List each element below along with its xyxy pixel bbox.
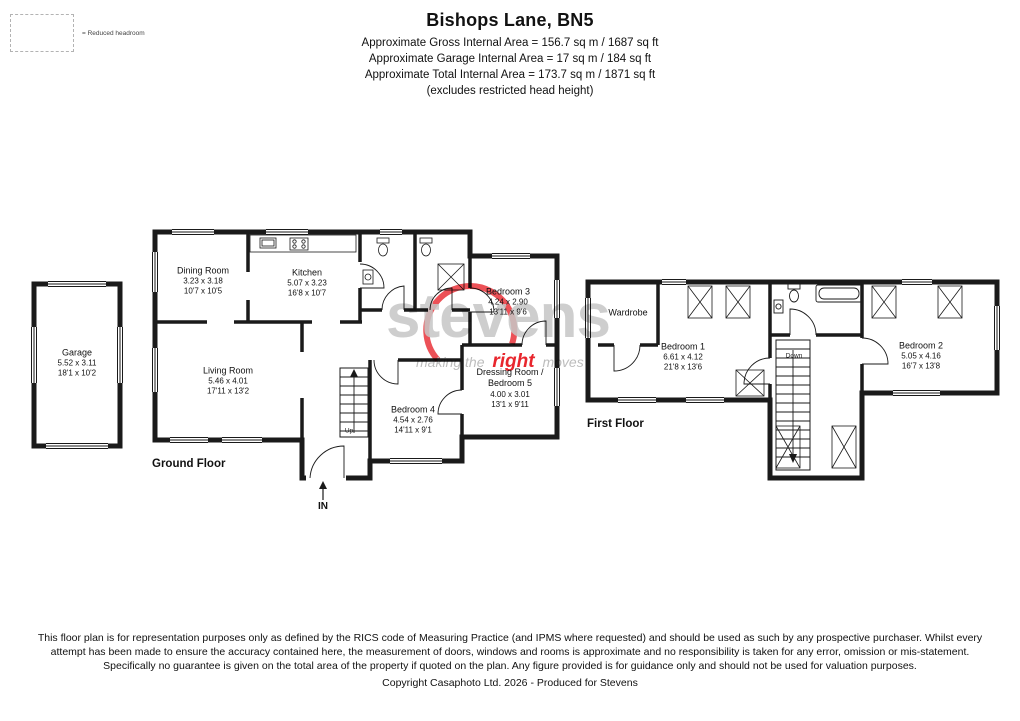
reduced-headroom-box xyxy=(871,285,897,319)
dining-room-dim-metric: 3.23 x 3.18 xyxy=(183,276,223,286)
garage-plan xyxy=(28,278,126,452)
kitchen-dim-metric: 5.07 x 3.23 xyxy=(287,278,327,288)
ground-bathroom-fixtures xyxy=(362,237,465,291)
reduced-headroom-box xyxy=(725,285,751,319)
ground-floor-label: Ground Floor xyxy=(152,458,226,470)
bath-icon xyxy=(815,284,863,303)
disclaimer-text: This floor plan is for representation pu… xyxy=(37,632,983,673)
bedroom-2-name: Bedroom 2 xyxy=(898,340,944,351)
total-area-line: Approximate Total Internal Area = 173.7 … xyxy=(364,68,656,81)
first-exterior-walls xyxy=(585,279,1000,481)
bedroom-3-name: Bedroom 3 xyxy=(485,286,531,297)
dressing-room-dim-imperial: 13'1 x 9'11 xyxy=(491,399,529,409)
room-label-living-room: Living Room 5.46 x 4.01 17'11 x 13'2 xyxy=(203,365,253,396)
ensuite-toilet-icon xyxy=(419,237,433,257)
bedroom-2-dim-imperial: 16'7 x 13'8 xyxy=(901,361,941,371)
sink-icon-first xyxy=(773,299,784,314)
reduced-headroom-areas xyxy=(687,285,963,469)
kitchen-dim-imperial: 16'8 x 10'7 xyxy=(287,288,327,298)
reduced-headroom-swatch xyxy=(10,14,74,52)
bedroom-1-dim-metric: 6.61 x 4.12 xyxy=(663,352,703,362)
bedroom-3-dim-imperial: 13'11 x 9'6 xyxy=(489,307,527,317)
living-room-dim-imperial: 17'11 x 13'2 xyxy=(206,386,250,396)
ground-interior-walls xyxy=(155,232,557,461)
garage-window-right xyxy=(114,327,126,383)
bedroom-3-dim-metric: 4.24 x 2.90 xyxy=(488,297,528,307)
area-note-line: (excludes restricted head height) xyxy=(426,84,594,97)
stairs-down-label: Down xyxy=(785,352,803,360)
garage-door-top xyxy=(48,278,106,290)
property-title: Bishops Lane, BN5 xyxy=(426,10,594,30)
reduced-headroom-box xyxy=(735,369,765,397)
living-room-dim-metric: 5.46 x 4.01 xyxy=(208,376,248,386)
dressing-room-dim-metric: 4.00 x 3.01 xyxy=(490,389,530,399)
room-label-bedroom-3: Bedroom 3 4.24 x 2.90 13'11 x 9'6 xyxy=(486,286,530,317)
bedroom-1-name: Bedroom 1 xyxy=(660,341,706,352)
kitchen-counter xyxy=(249,234,357,253)
gross-area-line: Approximate Gross Internal Area = 156.7 … xyxy=(361,37,659,49)
first-stairs xyxy=(775,339,811,471)
dining-room-name: Dining Room xyxy=(176,265,230,276)
reduced-headroom-label: = Reduced headroom xyxy=(82,29,145,37)
dining-room-dim-imperial: 10'7 x 10'5 xyxy=(183,286,223,296)
hob-icon xyxy=(289,237,309,251)
kitchen-name: Kitchen xyxy=(291,267,323,278)
first-door-arcs xyxy=(613,308,889,385)
garage-name: Garage xyxy=(61,347,93,358)
dressing-room-name2: Bedroom 5 xyxy=(487,378,533,388)
first-interior-walls xyxy=(598,282,864,400)
bedroom-4-name: Bedroom 4 xyxy=(390,404,436,415)
first-bathroom-fixtures xyxy=(773,283,863,314)
garage-area-line: Approximate Garage Internal Area = 17 sq… xyxy=(368,52,652,65)
bedroom-4-dim-imperial: 14'11 x 9'1 xyxy=(394,425,432,435)
garage-dim-imperial: 18'1 x 10'2 xyxy=(57,368,97,378)
dressing-room-name: Dressing Room / xyxy=(476,366,544,377)
reduced-headroom-box xyxy=(831,425,857,469)
room-label-garage: Garage 5.52 x 3.11 18'1 x 10'2 xyxy=(58,347,97,378)
ground-stairs xyxy=(339,367,369,438)
entrance-in-label: IN xyxy=(318,501,328,512)
room-label-wardrobe: Wardrobe xyxy=(608,307,647,318)
garage-window-left xyxy=(28,327,40,383)
first-windows xyxy=(582,276,1003,406)
room-label-dressing-room: Dressing Room / Bedroom 5 4.00 x 3.01 13… xyxy=(476,367,543,410)
header: Bishops Lane, BN5 Approximate Gross Inte… xyxy=(0,10,1020,99)
reduced-headroom-box xyxy=(937,285,963,319)
toilet-icon xyxy=(376,237,390,257)
garage-dim-metric: 5.52 x 3.11 xyxy=(57,358,97,368)
reduced-headroom-box xyxy=(775,425,801,469)
room-label-kitchen: Kitchen 5.07 x 3.23 16'8 x 10'7 xyxy=(287,267,327,298)
room-label-dining-room: Dining Room 3.23 x 3.18 10'7 x 10'5 xyxy=(177,265,229,296)
footer: This floor plan is for representation pu… xyxy=(34,631,986,689)
entrance-opening xyxy=(306,472,346,484)
bedroom-1-dim-imperial: 21'8 x 13'6 xyxy=(663,362,703,372)
sink-icon xyxy=(362,269,374,285)
room-label-bedroom-4: Bedroom 4 4.54 x 2.76 14'11 x 9'1 xyxy=(391,404,435,435)
garage-door-bottom xyxy=(46,440,108,452)
room-label-bedroom-2: Bedroom 2 5.05 x 4.16 16'7 x 13'8 xyxy=(899,340,943,371)
stairs-up-label: Up xyxy=(344,427,354,435)
bedroom-2-dim-metric: 5.05 x 4.16 xyxy=(901,351,941,361)
first-floor-label: First Floor xyxy=(587,418,644,430)
wardrobe-name: Wardrobe xyxy=(608,307,648,318)
kitchen-fixtures xyxy=(249,234,357,253)
copyright-text: Copyright Casaphoto Ltd. 2026 - Produced… xyxy=(382,676,638,689)
living-room-name: Living Room xyxy=(202,365,254,376)
reduced-headroom-legend: = Reduced headroom xyxy=(10,14,145,52)
room-label-bedroom-1: Bedroom 1 6.61 x 4.12 21'8 x 13'6 xyxy=(661,341,705,372)
entrance-arrow xyxy=(319,481,327,500)
first-floor-plan xyxy=(582,276,1003,481)
kitchen-sink-icon xyxy=(259,237,277,249)
reduced-headroom-box xyxy=(687,285,713,319)
bedroom-4-dim-metric: 4.54 x 2.76 xyxy=(393,415,433,425)
toilet-icon-first xyxy=(787,283,801,303)
